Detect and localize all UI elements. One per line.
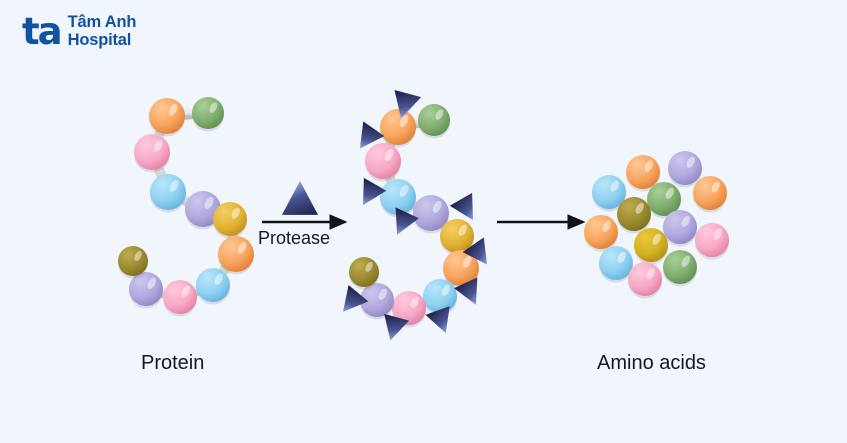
logo-line-2: Hospital [67,30,132,49]
free-amino-acid [663,210,697,247]
amino-acid-bead [380,179,416,218]
protease-triangle [359,121,385,149]
logo-line-1: Tâm Anh [67,13,137,31]
protease-triangle [425,306,450,334]
protease-triangle [394,89,422,119]
protease-triangle [454,277,478,305]
label-amino-acids: Amino acids [597,352,706,374]
free-amino-acid [584,215,618,252]
label-protease: Protease [258,228,331,248]
protease-triangle [363,177,387,206]
protease-enzyme-icon [281,181,319,215]
amino-acid-bead [443,250,479,289]
brand-logo: ta Tâm Anh Hospital [22,10,137,54]
free-amino-acid [663,250,697,287]
protease-triangle [343,284,369,312]
free-amino-acid [617,197,651,234]
free-amino-acid [647,182,681,219]
amino-acid-bead [150,174,186,213]
amino-acid-bead [134,134,170,173]
amino-acid-bead [163,280,197,317]
amino-acid-bead [413,195,449,234]
amino-acid-bead [349,257,379,290]
free-amino-acid [628,262,662,299]
free-amino-acid [695,223,729,260]
amino-acid-bead [213,202,247,239]
free-amino-acid [599,246,633,283]
amino-acid-bead [129,272,163,309]
free-amino-acid [626,155,660,192]
amino-acid-bead [418,104,450,139]
logo-mark: ta [22,10,63,54]
free-amino-acid [634,228,668,265]
logo-wordmark: Tâm Anh Hospital [67,13,137,50]
amino-acid-bead [192,97,224,132]
label-protein: Protein [141,352,205,374]
protease-triangle [462,237,488,265]
protein-molecule [118,97,254,317]
amino-acid-bead [196,268,230,305]
amino-acid-bead [218,236,254,275]
protease-triangle [395,207,419,235]
amino-acid-bead [118,246,148,279]
amino-acid-bead [440,219,474,256]
protease-triangle [384,313,410,341]
amino-acid-bead [360,283,394,320]
free-amino-acid [592,175,626,212]
amino-acid-bead [380,109,416,148]
free-amino-acid [668,151,702,188]
amino-acid-bead [149,98,185,137]
protease-triangle [449,192,473,221]
amino-acid-bead [185,191,221,230]
amino-acid-bead [365,143,401,182]
amino-acid-cluster [584,151,729,299]
protease-triangle [281,181,319,215]
digested-protein-molecule [343,89,488,341]
free-amino-acid [693,176,727,213]
